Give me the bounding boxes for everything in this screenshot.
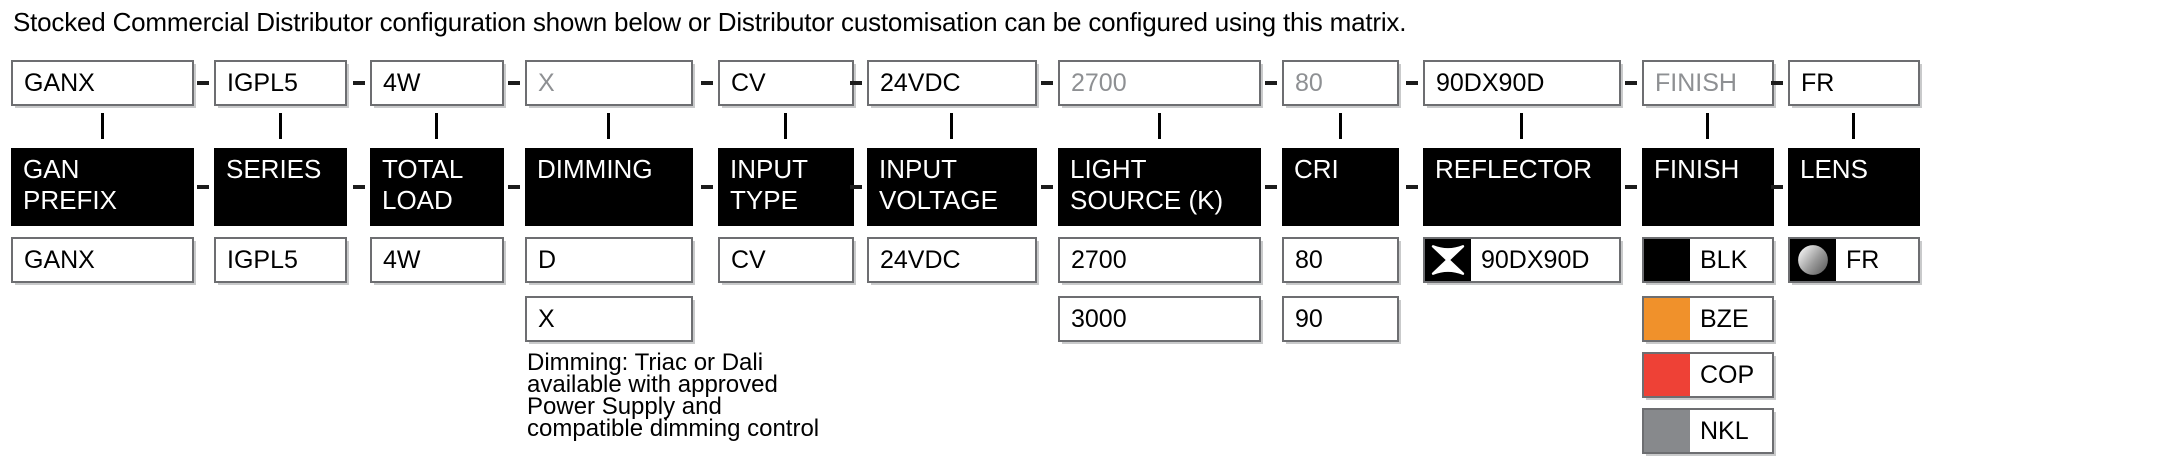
separator-dash bbox=[1771, 81, 1783, 85]
connector-line bbox=[435, 113, 438, 139]
separator-dash bbox=[508, 185, 520, 189]
finish-option-label: BZE bbox=[1700, 304, 1749, 333]
option-input-type-cv: CV bbox=[718, 237, 854, 283]
option-series-igpl5: IGPL5 bbox=[214, 237, 347, 283]
option-dimming-x: X bbox=[525, 296, 693, 342]
series-code-box: IGPL5 bbox=[214, 60, 347, 106]
connector-line bbox=[950, 113, 953, 139]
separator-dash bbox=[508, 81, 520, 85]
light-source-header: LIGHT SOURCE (K) bbox=[1058, 148, 1261, 226]
option-cri-90: 90 bbox=[1282, 296, 1399, 342]
option-reflector-90dx90d: 90DX90D bbox=[1423, 237, 1621, 283]
finish-code-box: FINISH bbox=[1642, 60, 1774, 106]
reflector-option-label: 90DX90D bbox=[1481, 245, 1590, 274]
separator-dash bbox=[1625, 81, 1637, 85]
separator-dash bbox=[1771, 185, 1783, 189]
separator-dash bbox=[701, 81, 713, 85]
connector-line bbox=[1520, 113, 1523, 139]
separator-dash bbox=[1041, 81, 1053, 85]
matrix-title: Stocked Commercial Distributor configura… bbox=[13, 7, 1407, 37]
finish-header: FINISH bbox=[1642, 148, 1774, 226]
option-finish-bze: BZE bbox=[1642, 296, 1774, 342]
option-finish-nkl: NKL bbox=[1642, 408, 1774, 454]
beam-angle-icon bbox=[1425, 239, 1471, 281]
separator-dash bbox=[850, 81, 862, 85]
finish-option-label: COP bbox=[1700, 360, 1755, 389]
option-gan-prefix-ganx: GANX bbox=[11, 237, 194, 283]
option-lens-fr: FR bbox=[1788, 237, 1920, 283]
separator-dash bbox=[1041, 185, 1053, 189]
light-source-code-box: 2700 bbox=[1058, 60, 1261, 106]
separator-dash bbox=[353, 185, 365, 189]
separator-dash bbox=[1265, 81, 1277, 85]
dimming-note: Dimming: Triac or Dali available with ap… bbox=[527, 349, 820, 442]
option-finish-blk: BLK bbox=[1642, 237, 1774, 283]
connector-line bbox=[100, 113, 104, 139]
separator-dash bbox=[353, 81, 365, 85]
connector-line bbox=[1706, 113, 1709, 139]
connector-line bbox=[1157, 113, 1161, 139]
connector-line bbox=[607, 113, 610, 139]
cri-code-box: 80 bbox=[1282, 60, 1399, 106]
option-finish-cop: COP bbox=[1642, 352, 1774, 398]
lens-option-label: FR bbox=[1846, 245, 1880, 274]
dimming-header: DIMMING bbox=[525, 148, 693, 226]
total-load-header: TOTAL LOAD bbox=[370, 148, 504, 226]
total-load-code-box: 4W bbox=[370, 60, 504, 106]
separator-dash bbox=[850, 185, 862, 189]
series-header: SERIES bbox=[214, 148, 347, 226]
separator-dash bbox=[1625, 185, 1637, 189]
reflector-code-box: 90DX90D bbox=[1423, 60, 1621, 106]
option-input-voltage-24vdc: 24VDC bbox=[867, 237, 1037, 283]
separator-dash bbox=[1406, 81, 1418, 85]
cri-header: CRI bbox=[1282, 148, 1399, 226]
separator-dash bbox=[1406, 185, 1418, 189]
finish-swatch-bze bbox=[1644, 298, 1690, 340]
separator-dash bbox=[197, 81, 209, 85]
input-type-header: INPUT TYPE bbox=[718, 148, 854, 226]
frosted-lens-icon bbox=[1790, 239, 1836, 281]
separator-dash bbox=[197, 185, 209, 189]
finish-swatch-cop bbox=[1644, 354, 1690, 396]
option-cri-80: 80 bbox=[1282, 237, 1399, 283]
option-dimming-d: D bbox=[525, 237, 693, 283]
dimming-code-box: X bbox=[525, 60, 693, 106]
lens-header: LENS bbox=[1788, 148, 1920, 226]
option-light-source-3000: 3000 bbox=[1058, 296, 1261, 342]
option-total-load-4w: 4W bbox=[370, 237, 504, 283]
lens-code-box: FR bbox=[1788, 60, 1920, 106]
connector-line bbox=[278, 113, 282, 139]
finish-swatch-nkl bbox=[1644, 410, 1690, 452]
separator-dash bbox=[1265, 185, 1277, 189]
gan-prefix-code-box: GANX bbox=[11, 60, 194, 106]
input-voltage-header: INPUT VOLTAGE bbox=[867, 148, 1037, 226]
connector-line bbox=[1338, 113, 1342, 139]
connector-line bbox=[1852, 113, 1855, 139]
reflector-header: REFLECTOR bbox=[1423, 148, 1621, 226]
connector-line bbox=[784, 113, 787, 139]
gan-prefix-header: GAN PREFIX bbox=[11, 148, 194, 226]
finish-option-label: BLK bbox=[1700, 245, 1748, 274]
option-light-source-2700: 2700 bbox=[1058, 237, 1261, 283]
finish-swatch-blk bbox=[1644, 239, 1690, 281]
input-type-code-box: CV bbox=[718, 60, 854, 106]
input-voltage-code-box: 24VDC bbox=[867, 60, 1037, 106]
separator-dash bbox=[701, 185, 713, 189]
finish-option-label: NKL bbox=[1700, 416, 1749, 445]
